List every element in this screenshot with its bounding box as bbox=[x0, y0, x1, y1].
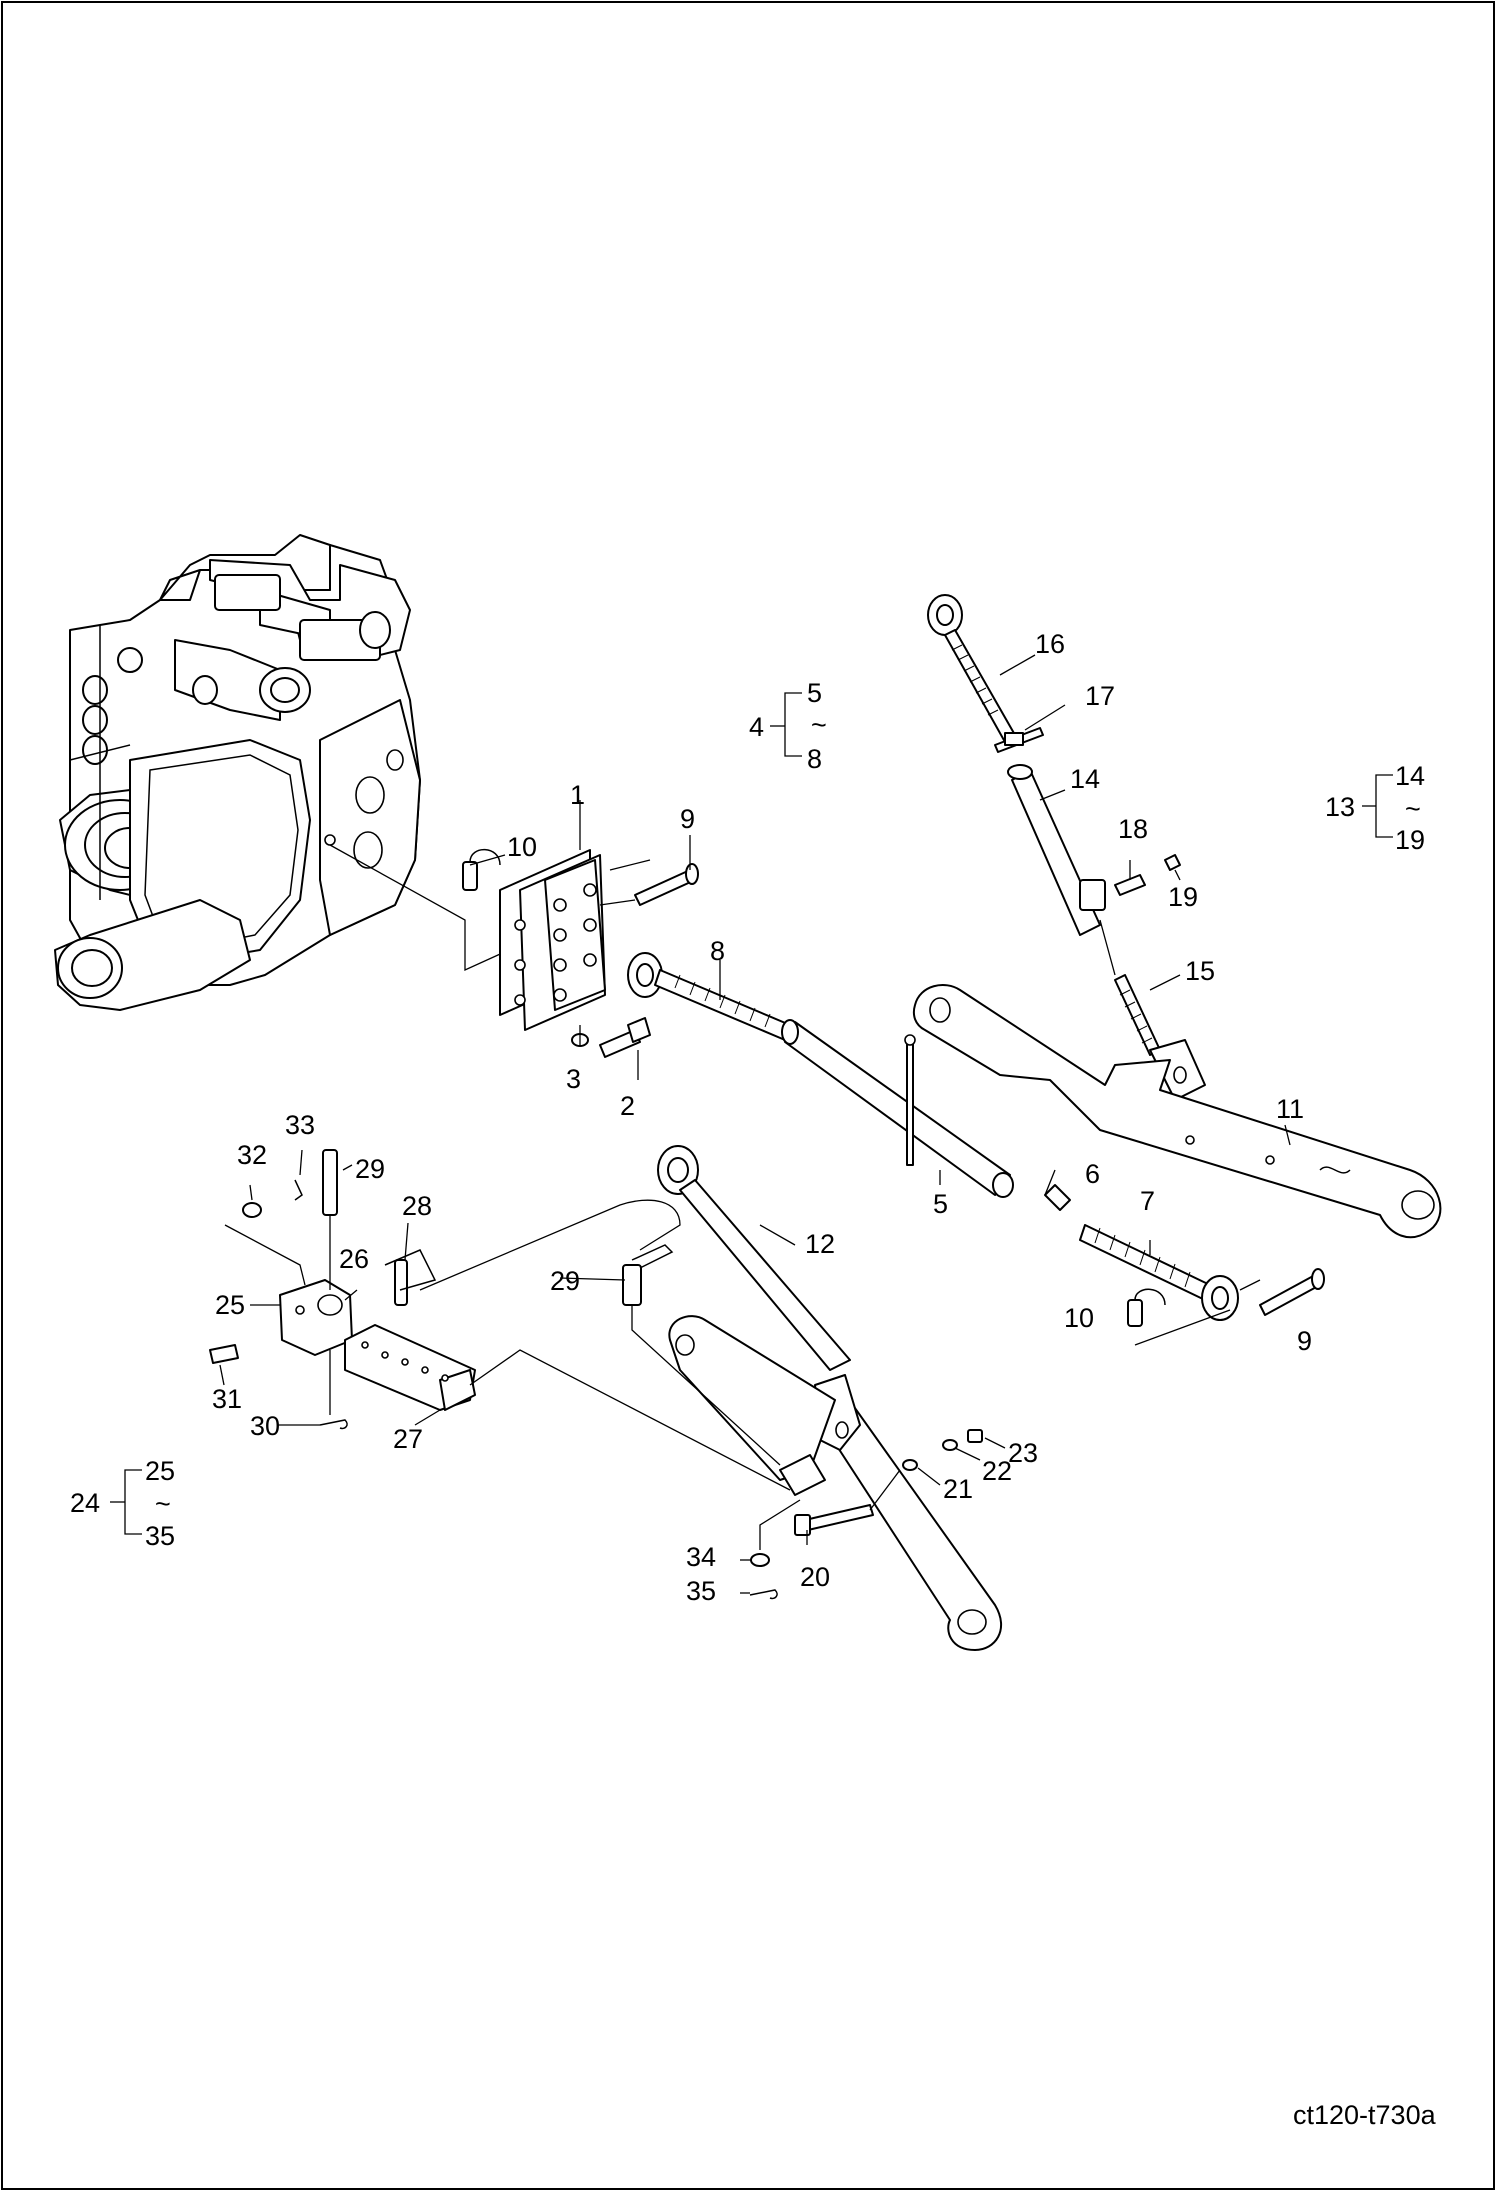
pin-middle bbox=[622, 1244, 781, 1466]
group-24-from: 25 bbox=[145, 1456, 175, 1486]
callout-30: 30 bbox=[250, 1411, 280, 1441]
group-4-id: 4 bbox=[749, 712, 764, 742]
group-24-to: 35 bbox=[145, 1521, 175, 1551]
callout-10-lower: 10 bbox=[1064, 1303, 1094, 1333]
callout-6: 6 bbox=[1085, 1159, 1100, 1189]
callout-11: 11 bbox=[1276, 1094, 1304, 1124]
callout-3: 3 bbox=[566, 1064, 581, 1094]
callout-32: 32 bbox=[237, 1140, 267, 1170]
group-13-id: 13 bbox=[1325, 792, 1355, 822]
callout-9-lower: 9 bbox=[1297, 1326, 1312, 1356]
lower-link-left bbox=[657, 1145, 1002, 1651]
lynch-pin-lower bbox=[1127, 1288, 1166, 1327]
callout-10-upper: 10 bbox=[507, 832, 537, 862]
bracket-plates bbox=[499, 849, 606, 1031]
pin-and-nipple bbox=[1114, 854, 1181, 896]
stabilizer-bracket bbox=[668, 1315, 836, 1496]
group-bracket-13: 13 14 ~ 19 bbox=[1325, 761, 1425, 855]
washer-and-bolt bbox=[571, 1017, 651, 1058]
callout-21: 21 bbox=[943, 1474, 973, 1504]
callout-2: 2 bbox=[620, 1091, 635, 1121]
callout-16: 16 bbox=[1035, 629, 1065, 659]
callout-1: 1 bbox=[570, 780, 585, 810]
group-13-from: 14 bbox=[1395, 761, 1425, 791]
lynch-pin-upper bbox=[462, 848, 501, 891]
callout-9-upper: 9 bbox=[680, 804, 695, 834]
callout-29-middle: 29 bbox=[550, 1266, 580, 1296]
washer-and-clip bbox=[749, 1499, 801, 1600]
top-link-assembly bbox=[927, 594, 1206, 1101]
callout-12: 12 bbox=[805, 1229, 835, 1259]
callout-26: 26 bbox=[339, 1244, 369, 1274]
levelling-rod bbox=[627, 952, 1239, 1321]
drawing-code: ct120-t730a bbox=[1293, 2100, 1437, 2130]
callout-17: 17 bbox=[1085, 681, 1115, 711]
lower-link-right bbox=[912, 984, 1442, 1239]
callout-23: 23 bbox=[1008, 1438, 1038, 1468]
group-13-tilde: ~ bbox=[1405, 794, 1421, 824]
callout-labels: 1 2 3 5 6 7 8 9 9 10 10 11 12 14 15 16 1… bbox=[212, 629, 1312, 1606]
group-4-to: 8 bbox=[807, 744, 822, 774]
callout-5: 5 bbox=[933, 1189, 948, 1219]
callout-19: 19 bbox=[1168, 882, 1198, 912]
callout-33: 33 bbox=[285, 1110, 315, 1140]
group-24-id: 24 bbox=[70, 1488, 100, 1518]
callout-18: 18 bbox=[1118, 814, 1148, 844]
group-bracket-4: 4 5 ~ 8 bbox=[749, 678, 827, 774]
lock-handle bbox=[994, 727, 1044, 753]
callout-34: 34 bbox=[686, 1542, 716, 1572]
callout-15: 15 bbox=[1185, 956, 1215, 986]
callout-14: 14 bbox=[1070, 764, 1100, 794]
callout-28: 28 bbox=[402, 1191, 432, 1221]
group-4-from: 5 bbox=[807, 678, 822, 708]
group-bracket-24: 24 25 ~ 35 bbox=[70, 1456, 175, 1551]
pin-lower bbox=[1134, 1268, 1325, 1346]
callout-29-upper: 29 bbox=[355, 1154, 385, 1184]
group-13-to: 19 bbox=[1395, 825, 1425, 855]
callout-7: 7 bbox=[1140, 1186, 1155, 1216]
callout-35: 35 bbox=[686, 1576, 716, 1606]
callout-27: 27 bbox=[393, 1424, 423, 1454]
pin-upper bbox=[599, 863, 699, 906]
fasteners-lower bbox=[794, 1429, 983, 1536]
callout-20: 20 bbox=[800, 1562, 830, 1592]
callout-8: 8 bbox=[710, 936, 725, 966]
group-24-tilde: ~ bbox=[155, 1489, 171, 1519]
drawbar-assembly bbox=[209, 1149, 791, 1491]
transmission-housing bbox=[54, 534, 421, 1011]
callout-22: 22 bbox=[982, 1456, 1012, 1486]
group-4-tilde: ~ bbox=[811, 710, 827, 740]
callout-25: 25 bbox=[215, 1290, 245, 1320]
callout-31: 31 bbox=[212, 1384, 242, 1414]
